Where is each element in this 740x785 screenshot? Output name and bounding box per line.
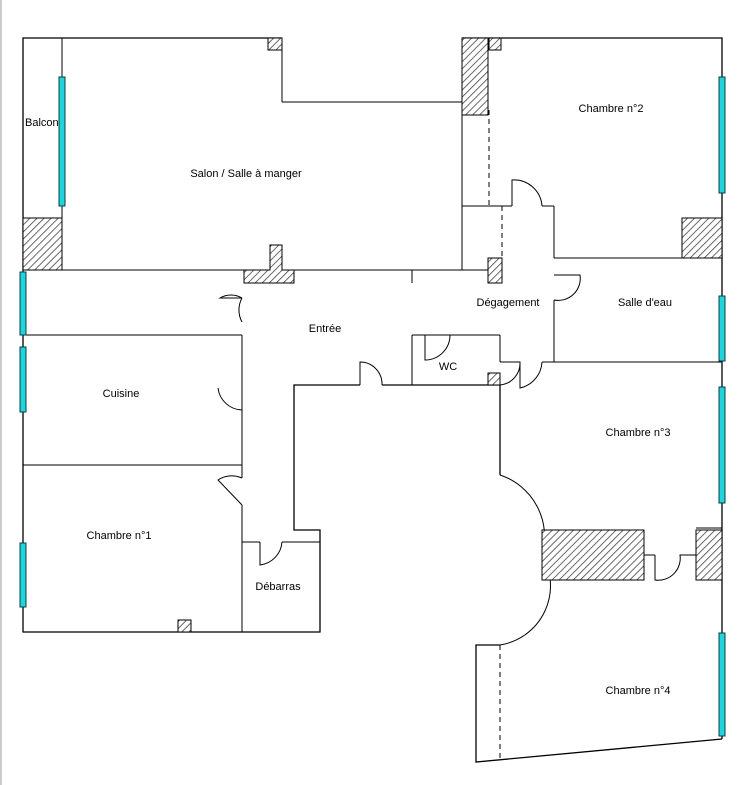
- pillar-chambre2-bottom: [681, 217, 723, 259]
- label-degagement: Dégagement: [477, 297, 540, 309]
- label-cuisine: Cuisine: [103, 388, 140, 400]
- outer-walls: [22, 37, 723, 763]
- pillar-chambre3-large: [541, 529, 645, 581]
- window-chambre4: [718, 632, 726, 737]
- pillar-balcon: [22, 217, 63, 271]
- pillar-chambre1: [177, 619, 192, 633]
- room-labels: Balcon Salon / Salle à manger Chambre n°…: [25, 103, 672, 697]
- pillar-entree: [243, 244, 295, 284]
- pillar-degagement: [487, 257, 503, 284]
- pillar-wc: [487, 372, 501, 386]
- label-salon: Salon / Salle à manger: [190, 168, 302, 180]
- window-chambre2: [718, 76, 726, 194]
- window-salon-left: [19, 271, 27, 336]
- label-entree: Entrée: [309, 323, 341, 335]
- pillar-chambre2-small: [488, 37, 502, 51]
- label-chambre4: Chambre n°4: [606, 685, 671, 697]
- label-chambre3: Chambre n°3: [606, 427, 671, 439]
- pillar-chambre3-right: [695, 529, 723, 581]
- windows: [19, 76, 726, 737]
- label-debarras: Débarras: [255, 581, 301, 593]
- interior-walls: [23, 38, 722, 762]
- pillar-salon-top: [267, 37, 283, 51]
- label-chambre2: Chambre n°2: [579, 103, 644, 115]
- window-cuisine: [19, 346, 27, 413]
- label-wc: WC: [439, 361, 457, 373]
- label-chambre1: Chambre n°1: [87, 530, 152, 542]
- pillar-chambre2-left: [461, 37, 489, 116]
- pillars: [22, 37, 723, 633]
- label-salle-eau: Salle d'eau: [618, 297, 672, 309]
- label-balcon: Balcon: [25, 117, 59, 129]
- window-chambre3: [718, 386, 726, 504]
- window-balcon: [58, 76, 66, 207]
- doors: [217, 179, 695, 646]
- window-chambre1: [19, 542, 27, 608]
- window-salle-eau: [718, 295, 726, 362]
